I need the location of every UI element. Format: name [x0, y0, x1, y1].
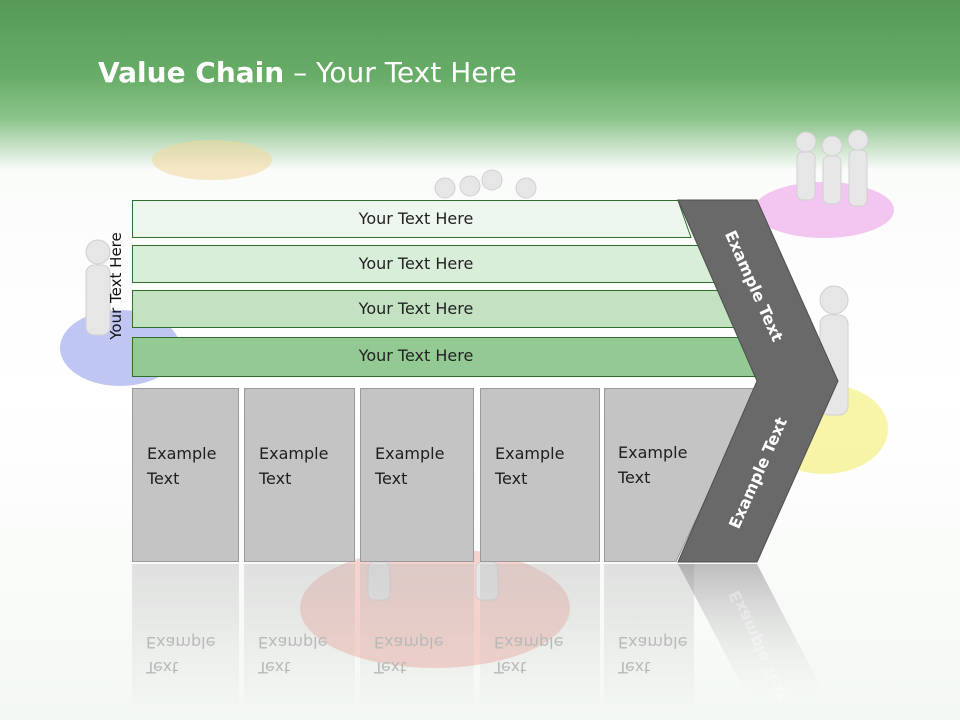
title-bold: Value Chain: [98, 56, 285, 89]
box-text-line: Example: [259, 444, 329, 463]
box-text-line: Text: [618, 468, 651, 487]
box-text-line: Example: [618, 443, 688, 462]
box-text-line: Text: [495, 469, 528, 488]
box-text-line: Text: [147, 469, 180, 488]
support-bar-label: Your Text Here: [358, 209, 474, 228]
box-text-line: Example: [147, 444, 217, 463]
orange-disc: [152, 140, 272, 180]
support-bar-3: Your Text Here: [132, 290, 740, 328]
primary-activity-box-5-shape: [604, 388, 759, 562]
support-bar-label: Your Text Here: [358, 254, 474, 273]
box-text-line: Text: [259, 469, 292, 488]
support-bar-label: Your Text Here: [358, 346, 474, 365]
support-bar-1: Your Text Here: [132, 200, 692, 238]
page-title: Value Chain – Your Text Here: [98, 56, 517, 89]
chevron-shape: [677, 199, 839, 563]
support-bar-2: Your Text Here: [132, 245, 716, 283]
title-rest: – Your Text Here: [284, 56, 517, 89]
support-bar-4: Your Text Here: [132, 337, 764, 377]
box-text-line: Example: [375, 444, 445, 463]
chevron-reflection: [678, 564, 838, 720]
red-disc: [300, 548, 570, 668]
support-bar-label: Your Text Here: [358, 299, 474, 318]
box-text-line: Text: [375, 469, 408, 488]
box-text-line: Example: [495, 444, 565, 463]
